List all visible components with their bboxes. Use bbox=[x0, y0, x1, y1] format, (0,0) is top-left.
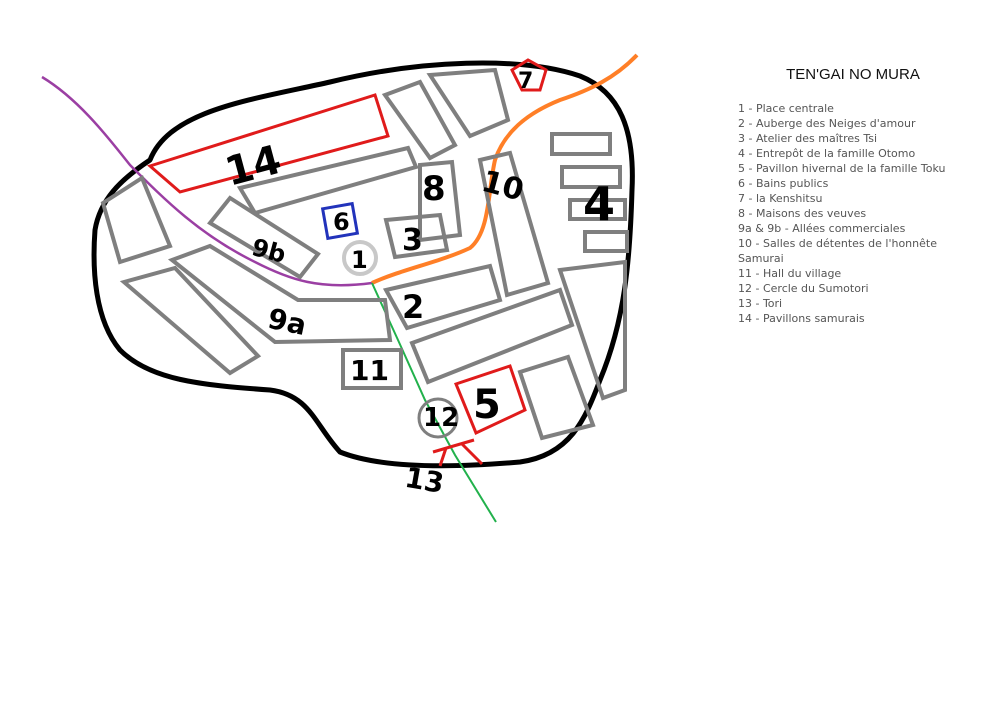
label-10: 10 bbox=[478, 164, 527, 209]
label-5: 5 bbox=[473, 382, 501, 428]
building-4a bbox=[550, 132, 612, 156]
village-boundary bbox=[91, 60, 635, 469]
label-4: 4 bbox=[583, 177, 615, 231]
building-14 bbox=[146, 93, 390, 194]
building-4b bbox=[560, 165, 622, 189]
map-title: TEN'GAI NO MURA bbox=[786, 66, 920, 83]
building-9a-large bbox=[119, 265, 262, 376]
legend-item: 1 - Place centrale bbox=[738, 102, 834, 115]
label-11: 11 bbox=[350, 354, 389, 387]
building-long-north bbox=[236, 145, 419, 216]
legend-item: 9a & 9b - Allées commerciales bbox=[738, 222, 906, 235]
legend-item: 14 - Pavillons samurais bbox=[738, 312, 865, 325]
building-6 bbox=[320, 201, 360, 241]
label-6: 6 bbox=[333, 208, 350, 236]
label-12: 12 bbox=[423, 403, 459, 433]
building-9b bbox=[207, 195, 321, 280]
building-5 bbox=[454, 364, 527, 436]
label-9a: 9a bbox=[265, 302, 309, 342]
building-southeast bbox=[517, 354, 596, 441]
legend-item: 6 - Bains publics bbox=[738, 177, 829, 190]
building-north-1 bbox=[381, 79, 458, 161]
legend-item: 8 - Maisons des veuves bbox=[738, 207, 867, 220]
building-10 bbox=[477, 150, 551, 298]
label-14: 14 bbox=[220, 137, 286, 196]
building-center-long bbox=[409, 287, 575, 385]
purple-road bbox=[41, 75, 373, 287]
building-2 bbox=[382, 263, 503, 331]
place-centrale-circle bbox=[342, 240, 378, 276]
building-west bbox=[100, 175, 173, 265]
building-9a bbox=[167, 243, 393, 345]
building-north-2 bbox=[426, 67, 511, 139]
legend-item: 2 - Auberge des Neiges d'amour bbox=[738, 117, 916, 130]
building-3 bbox=[383, 212, 450, 260]
building-11 bbox=[341, 348, 403, 390]
legend-item: 7 - la Kenshitsu bbox=[738, 192, 823, 205]
building-7 bbox=[510, 58, 548, 92]
building-east-large bbox=[557, 259, 627, 401]
label-13: 13 bbox=[402, 461, 446, 500]
label-7: 7 bbox=[518, 69, 533, 94]
legend-item: 4 - Entrepôt de la famille Otomo bbox=[738, 147, 916, 160]
torii-icon bbox=[432, 438, 484, 467]
label-9b: 9b bbox=[249, 233, 289, 269]
legend-item: 5 - Pavillon hivernal de la famille Toku bbox=[738, 162, 946, 175]
orange-road bbox=[371, 53, 639, 285]
label-3: 3 bbox=[402, 223, 423, 258]
map-legend: TEN'GAI NO MURA 1 - Place centrale 2 - A… bbox=[738, 66, 978, 326]
legend-item: 13 - Tori bbox=[738, 297, 783, 310]
building-4d bbox=[583, 230, 629, 253]
building-4c bbox=[568, 198, 627, 221]
sumotori-circle bbox=[417, 397, 459, 439]
legend-item: 3 - Atelier des maîtres Tsi bbox=[738, 132, 878, 145]
label-8: 8 bbox=[422, 169, 446, 209]
legend-item: 11 - Hall du village bbox=[738, 267, 842, 280]
label-2: 2 bbox=[402, 288, 424, 326]
legend-item: 12 - Cercle du Sumotori bbox=[738, 282, 869, 295]
legend-item: 10 - Salles de détentes de l'honnête Sam… bbox=[738, 237, 937, 265]
label-1: 1 bbox=[351, 246, 368, 274]
